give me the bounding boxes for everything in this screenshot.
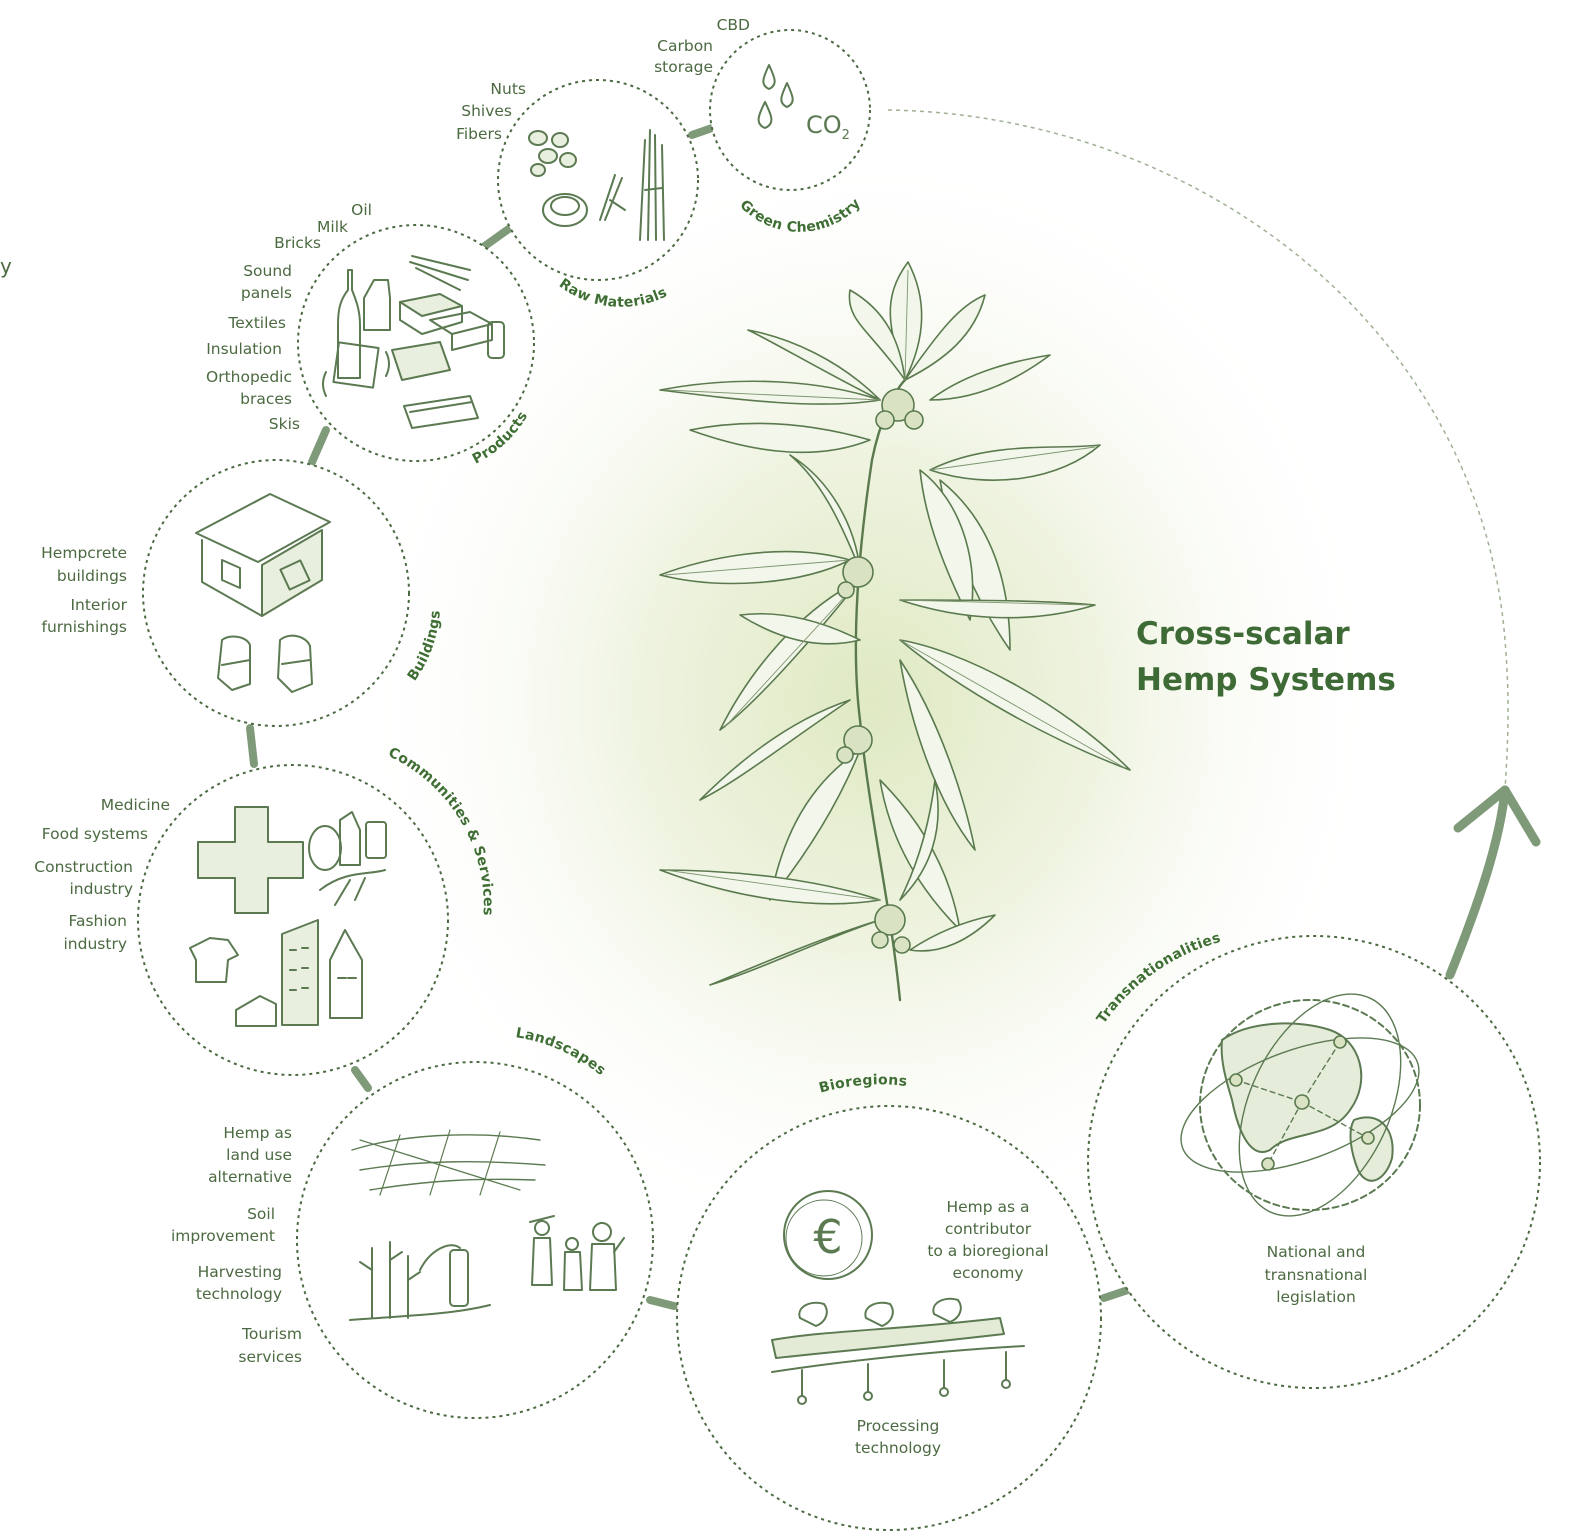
fields-people-icon bbox=[349, 1129, 625, 1321]
cycle-arrow-icon bbox=[1445, 785, 1541, 980]
products-icon bbox=[322, 255, 505, 429]
label-legislation: legislation bbox=[1276, 1288, 1356, 1306]
label-processing-technology: technology bbox=[855, 1439, 941, 1457]
label-milk: Milk bbox=[317, 218, 348, 236]
label-land-use: land use bbox=[226, 1146, 292, 1164]
label-harvesting: Harvesting bbox=[198, 1263, 282, 1281]
house-chairs-icon bbox=[195, 493, 331, 693]
hemp-plant-icon bbox=[659, 261, 1131, 1002]
label-panels: panels bbox=[241, 284, 292, 302]
label-bricks: Bricks bbox=[274, 234, 321, 252]
label-braces: braces bbox=[240, 390, 292, 408]
euro-symbol: € bbox=[813, 1210, 842, 1264]
diagram-title: Cross-scalar Hemp Systems bbox=[1136, 616, 1396, 698]
center-glow bbox=[350, 140, 1390, 1260]
label-hempcrete: Hempcrete bbox=[41, 544, 127, 562]
label-industry-2: industry bbox=[64, 935, 128, 953]
label-fashion: Fashion bbox=[68, 912, 127, 930]
label-contributor: contributor bbox=[945, 1220, 1032, 1238]
label-transnational: transnational bbox=[1265, 1266, 1368, 1284]
label-orthopedic: Orthopedic bbox=[206, 368, 292, 386]
label-fibers: Fibers bbox=[456, 125, 502, 143]
label-storage: storage bbox=[654, 58, 713, 76]
label-cbd: CBD bbox=[717, 16, 750, 34]
label-alternative: alternative bbox=[208, 1168, 292, 1186]
node-buildings[interactable]: Buildings Hempcrete buildings Interior f… bbox=[41, 459, 444, 727]
label-sound: Sound bbox=[243, 262, 292, 280]
label-industry-1: industry bbox=[70, 880, 134, 898]
label-shives: Shives bbox=[461, 102, 512, 120]
label-technology: technology bbox=[196, 1285, 282, 1303]
label-interior: Interior bbox=[70, 596, 127, 614]
community-icon bbox=[189, 806, 387, 1027]
node-products[interactable]: Products Oil Milk Bricks Sound panels Te… bbox=[206, 201, 535, 467]
nuts-fibers-icon bbox=[528, 129, 665, 241]
label-services: services bbox=[238, 1348, 302, 1366]
globe-network-icon bbox=[1180, 993, 1421, 1217]
node-bioregions[interactable]: € Bioregions Hemp as a contributor to a … bbox=[676, 1072, 1102, 1531]
label-buildings: buildings bbox=[57, 567, 127, 585]
label-hemp-as: Hemp as bbox=[223, 1124, 292, 1142]
label-insulation: Insulation bbox=[206, 340, 282, 358]
label-processing: Processing bbox=[857, 1417, 940, 1435]
label-skis: Skis bbox=[269, 415, 300, 433]
label-to-a-bioregional: to a bioregional bbox=[927, 1242, 1048, 1260]
label-economy: economy bbox=[952, 1264, 1023, 1282]
label-hemp-as-a: Hemp as a bbox=[946, 1198, 1029, 1216]
label-oil: Oil bbox=[351, 201, 372, 219]
edge-text-fragment: y bbox=[0, 254, 12, 278]
label-food-systems: Food systems bbox=[42, 825, 148, 843]
euro-conveyor-icon: € bbox=[771, 1190, 1025, 1405]
connectors bbox=[246, 124, 1132, 1310]
label-national-and: National and bbox=[1267, 1243, 1366, 1261]
label-furnishings: furnishings bbox=[42, 618, 127, 636]
label-medicine: Medicine bbox=[101, 796, 170, 814]
cycle-dashed-path bbox=[887, 109, 1509, 791]
label-textiles: Textiles bbox=[227, 314, 286, 332]
label-carbon: Carbon bbox=[657, 37, 713, 55]
label-improvement: improvement bbox=[171, 1227, 275, 1245]
label-tourism: Tourism bbox=[241, 1325, 302, 1343]
label-soil: Soil bbox=[247, 1205, 275, 1223]
label-nuts: Nuts bbox=[490, 80, 526, 98]
co2-label: CO2 bbox=[806, 111, 850, 143]
drops-co2-icon: CO2 bbox=[757, 64, 850, 143]
label-construction: Construction bbox=[34, 858, 133, 876]
